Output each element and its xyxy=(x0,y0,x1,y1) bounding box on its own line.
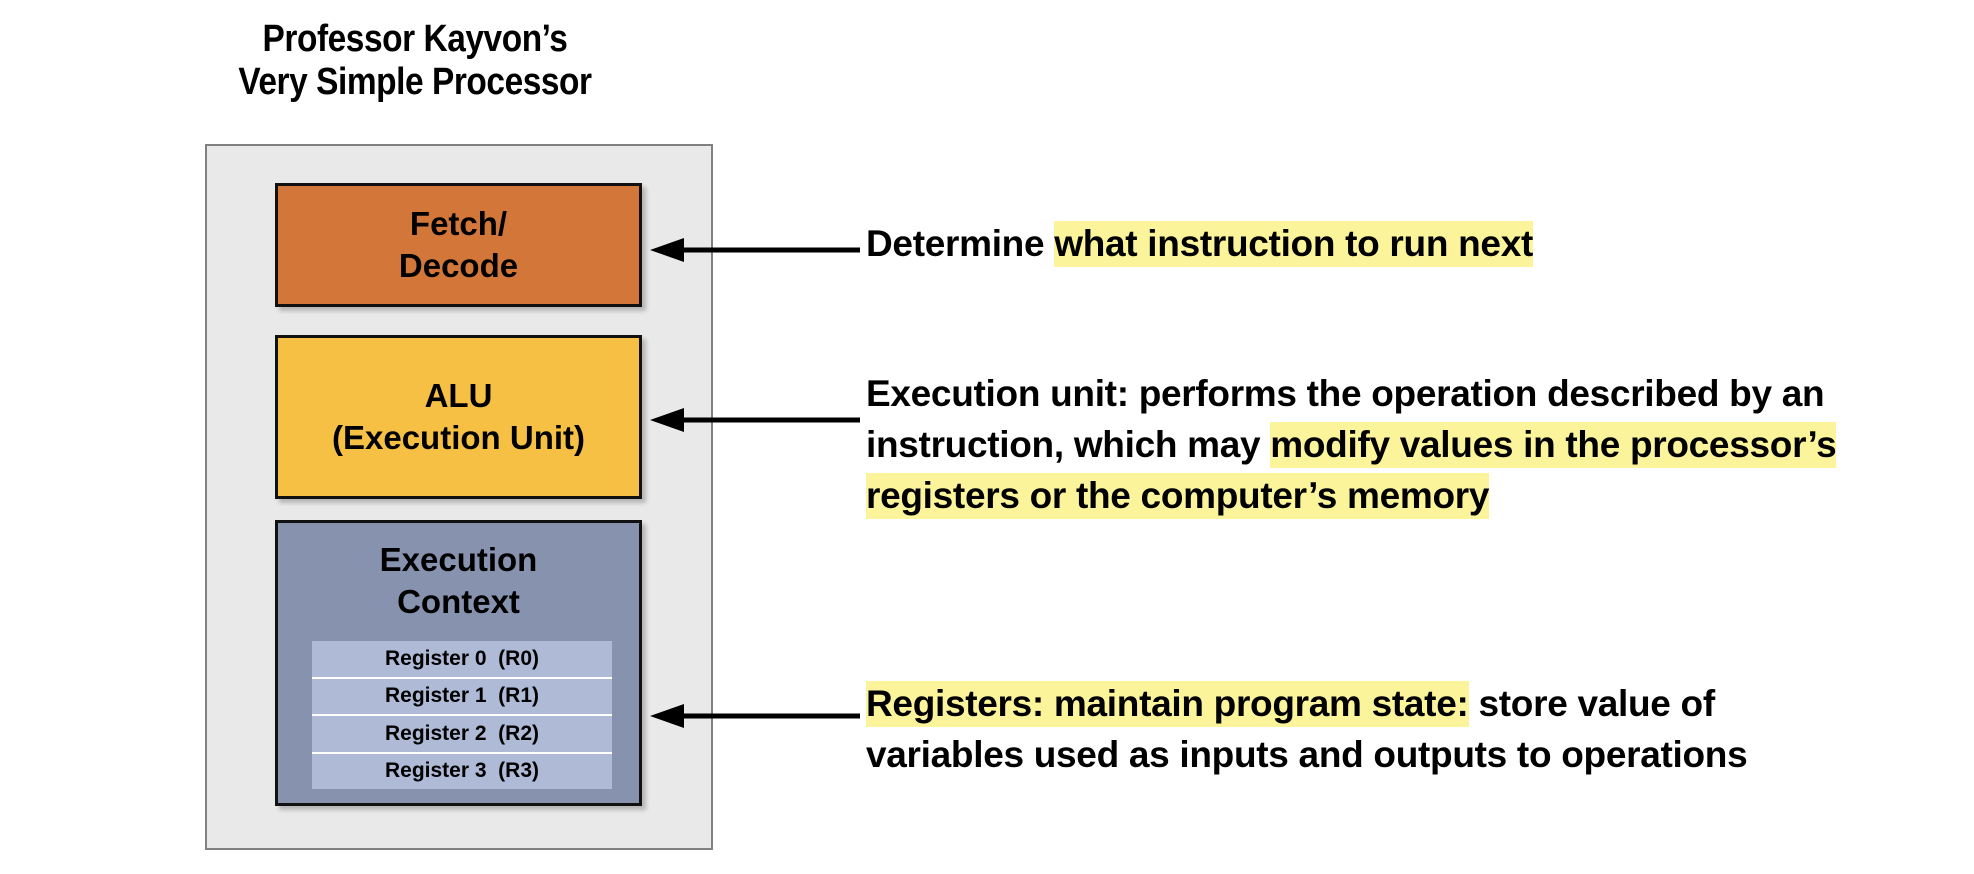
alu-label-line-1: ALU xyxy=(424,377,493,415)
highlighted-text: Registers: maintain program state: xyxy=(866,681,1469,727)
annotation-registers-line-2: variables used as inputs and outputs to … xyxy=(866,729,1748,780)
fetch-decode-label-line-2: Decode xyxy=(398,247,519,284)
highlighted-text: what instruction to run next xyxy=(1054,221,1533,267)
annotation-fetch-decode-line-1: Determine what instruction to run next xyxy=(866,218,1533,269)
alu-unit[interactable]: ALU (Execution Unit) xyxy=(275,335,642,499)
execution-context-label-line-2: Context xyxy=(397,582,520,620)
alu-label-line-2: (Execution Unit) xyxy=(332,419,585,456)
annotation-fetch-decode: Determine what instruction to run next xyxy=(866,218,1533,269)
execution-context-unit[interactable]: Execution Context Register 0 (R0) Regist… xyxy=(275,520,642,806)
execution-context-label-line-1: Execution xyxy=(379,541,538,578)
register-file: Register 0 (R0) Register 1 (R1) Register… xyxy=(312,641,612,789)
register-row[interactable]: Register 0 (R0) xyxy=(312,641,612,679)
fetch-decode-unit[interactable]: Fetch/ Decode xyxy=(275,183,642,307)
page-title: Professor Kayvon’s Very Simple Processor xyxy=(230,18,600,103)
annotation-alu-line-3: registers or the computer’s memory xyxy=(866,470,1836,521)
highlighted-text: modify values in the processor’s xyxy=(1270,422,1837,469)
fetch-decode-label-line-1: Fetch/ xyxy=(409,205,508,243)
arrow-to-registers xyxy=(650,704,860,728)
annotation-alu-line-2: instruction, which may modify values in … xyxy=(866,419,1837,470)
processor-chassis: Fetch/ Decode ALU (Execution Unit) Execu… xyxy=(205,144,713,850)
annotation-registers: Registers: maintain program state: store… xyxy=(866,678,1748,780)
register-row[interactable]: Register 3 (R3) xyxy=(312,753,612,789)
plain-text: instruction, which may xyxy=(866,424,1271,466)
arrow-to-fetch-decode xyxy=(650,238,860,262)
page-title-line-1: Professor Kayvon’s xyxy=(262,18,568,60)
plain-text: store value of xyxy=(1468,683,1715,724)
page-title-line-2: Very Simple Processor xyxy=(238,60,592,103)
annotation-alu-line-1: Execution unit: performs the operation d… xyxy=(866,368,1836,419)
plain-text: variables used as inputs and outputs to … xyxy=(866,734,1748,776)
plain-text: Determine xyxy=(866,223,1055,264)
highlighted-text: registers or the computer’s memory xyxy=(866,473,1489,520)
plain-text: Execution unit: performs the operation d… xyxy=(866,373,1825,414)
register-row[interactable]: Register 2 (R2) xyxy=(312,716,612,754)
arrow-to-alu xyxy=(650,408,860,432)
register-row[interactable]: Register 1 (R1) xyxy=(312,678,612,716)
annotation-alu: Execution unit: performs the operation d… xyxy=(866,368,1837,521)
annotation-registers-line-1: Registers: maintain program state: store… xyxy=(866,678,1747,729)
